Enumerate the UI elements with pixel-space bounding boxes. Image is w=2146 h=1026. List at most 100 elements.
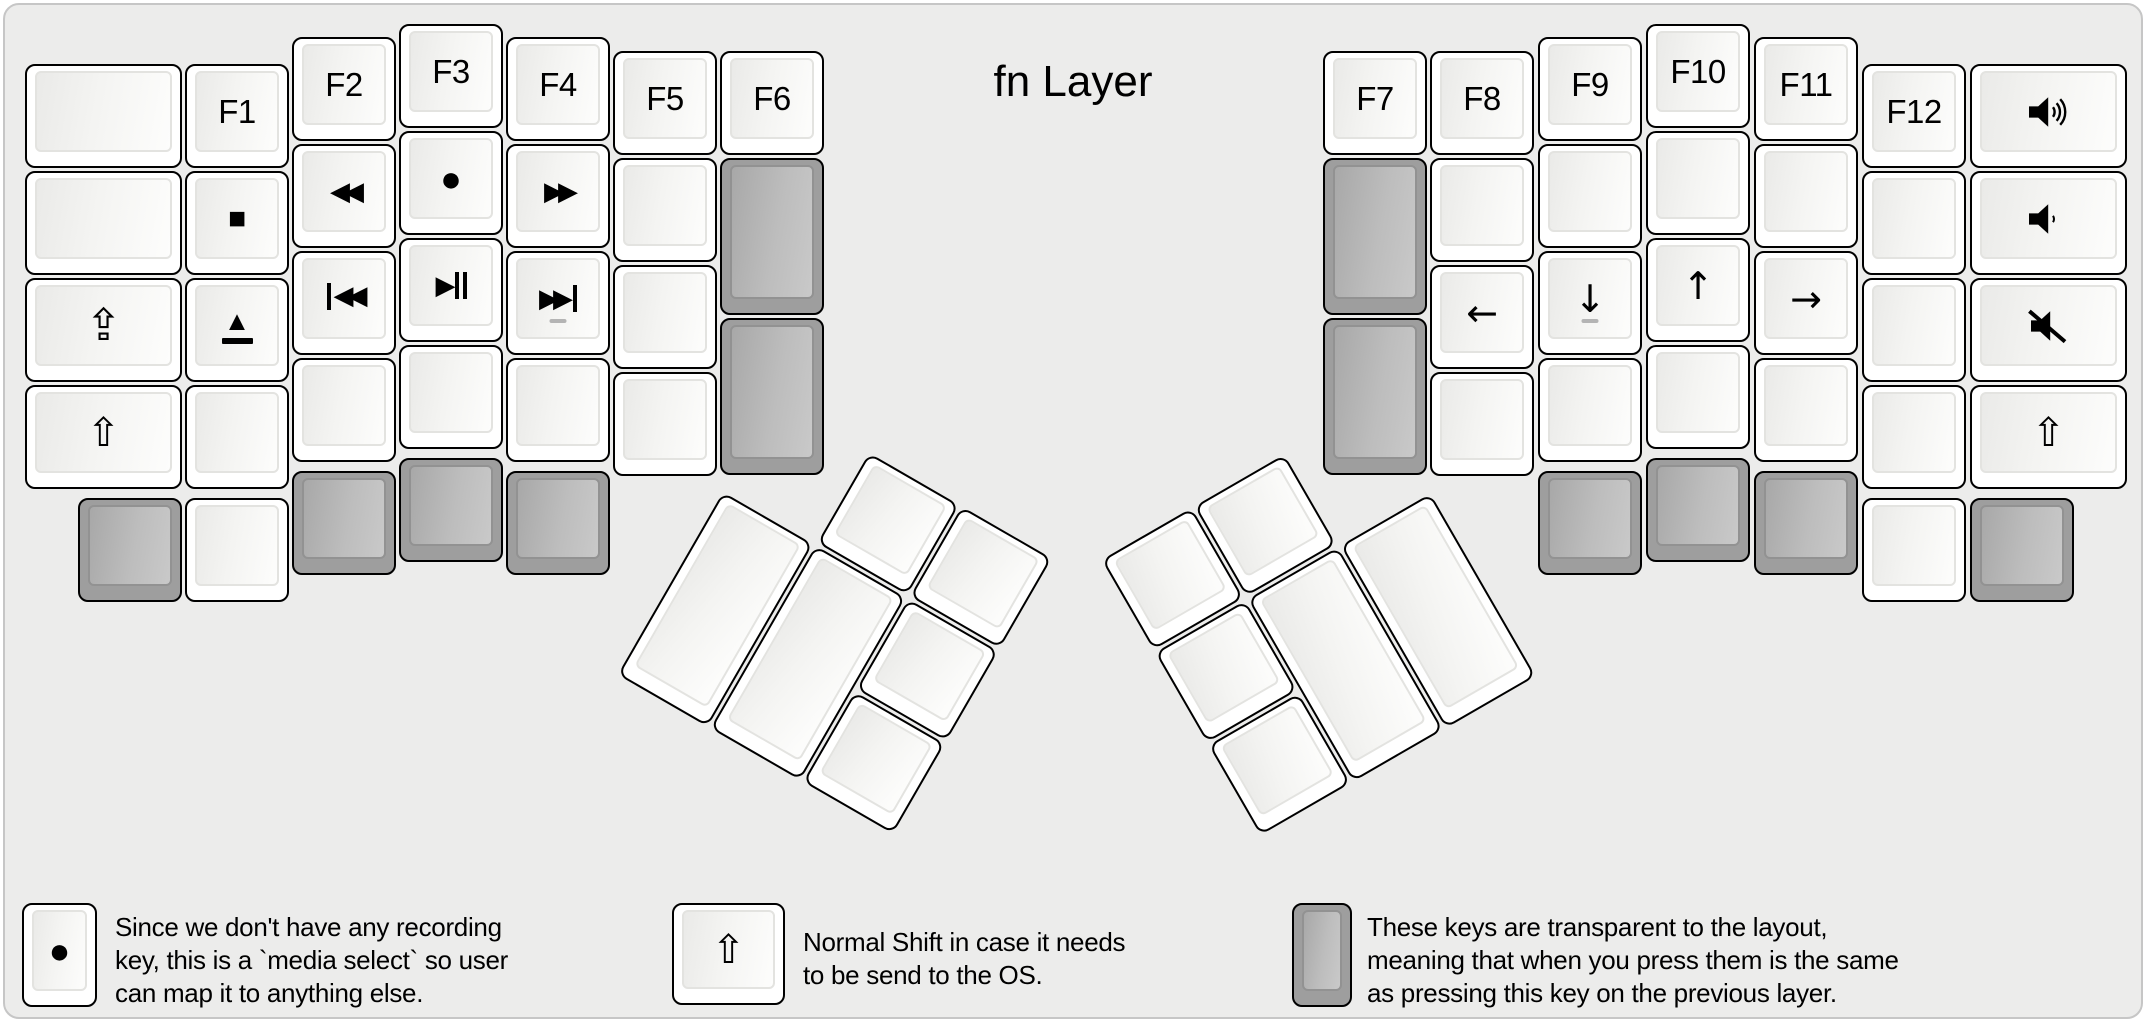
keycap-face: [1980, 285, 2117, 366]
key-transparent[interactable]: [1323, 318, 1427, 475]
legend-text-line: can map it to anything else.: [115, 978, 424, 1008]
key-f12[interactable]: F12: [1862, 64, 1966, 168]
key-transparent[interactable]: [1970, 498, 2074, 602]
key-caps-lock[interactable]: ⇪: [25, 278, 182, 382]
key-label: F12: [1886, 92, 1942, 130]
keycap-face: [1548, 365, 1632, 446]
key-arrow-up[interactable]: ↑: [1646, 238, 1750, 342]
key-blank[interactable]: [1646, 345, 1750, 449]
key-rewind[interactable]: ◀◀: [292, 144, 396, 248]
key-eject[interactable]: ▲: [185, 278, 289, 382]
key-blank[interactable]: [1538, 144, 1642, 248]
rewind-icon: ◀◀: [330, 176, 364, 207]
key-blank[interactable]: [1430, 158, 1534, 262]
key-transparent[interactable]: [1646, 458, 1750, 562]
key-blank[interactable]: [613, 265, 717, 369]
key-arrow-down[interactable]: ↓: [1538, 251, 1642, 355]
key-previous-track[interactable]: ◀◀: [292, 251, 396, 355]
key-blank[interactable]: [1754, 358, 1858, 462]
key-blank[interactable]: [1430, 372, 1534, 476]
volume-up-icon: [2023, 92, 2075, 132]
key-blank[interactable]: [1862, 278, 1966, 382]
key-blank[interactable]: [506, 358, 610, 462]
key-label: F10: [1670, 52, 1726, 90]
legend-text-line: to be send to the OS.: [803, 960, 1043, 990]
key-f6[interactable]: F6: [720, 51, 824, 155]
key-f3[interactable]: F3: [399, 24, 503, 128]
keycap-face: F9: [1548, 44, 1632, 125]
key-blank[interactable]: [25, 171, 182, 275]
keycap-face: F4: [516, 44, 600, 125]
key-stop[interactable]: ■: [185, 171, 289, 275]
key-record[interactable]: ●: [399, 131, 503, 235]
key-volume-down[interactable]: [1970, 171, 2127, 275]
key-fast-forward[interactable]: ▶▶: [506, 144, 610, 248]
key-f4[interactable]: F4: [506, 37, 610, 141]
key-transparent[interactable]: [1323, 158, 1427, 315]
keycap-face: [302, 478, 386, 559]
key-transparent[interactable]: [720, 158, 824, 315]
key-transparent[interactable]: [1538, 471, 1642, 575]
key-blank[interactable]: [1754, 144, 1858, 248]
key-shift[interactable]: ⇧: [25, 385, 182, 489]
keycap-face: F6: [730, 58, 814, 139]
key-next-track[interactable]: ▶▶: [506, 251, 610, 355]
keycap-face: [1113, 518, 1227, 632]
key-transparent[interactable]: [292, 471, 396, 575]
shift-icon: ⇧: [711, 927, 746, 972]
key-transparent[interactable]: [1754, 471, 1858, 575]
key-play-pause[interactable]: ▶: [399, 238, 503, 342]
layer-title: fn Layer: [993, 57, 1153, 106]
key-label: F6: [753, 79, 791, 117]
key-transparent[interactable]: [720, 318, 824, 475]
keycap-face: ●: [32, 910, 87, 991]
fast-forward-icon: ▶▶: [544, 176, 578, 207]
key-blank[interactable]: [185, 385, 289, 489]
keycap-face: ▶: [409, 245, 493, 326]
keycap-face: [1656, 352, 1740, 433]
keycap-face: F8: [1440, 58, 1524, 139]
underscore-mark: [1581, 319, 1599, 323]
key-arrow-left[interactable]: ←: [1430, 265, 1534, 369]
keycap-face: [35, 71, 172, 152]
key-blank[interactable]: [185, 498, 289, 602]
keycap-face: F12: [1872, 71, 1956, 152]
key-f5[interactable]: F5: [613, 51, 717, 155]
key-f7[interactable]: F7: [1323, 51, 1427, 155]
keycap-face: [409, 465, 493, 546]
key-shift[interactable]: ⇧: [1970, 385, 2127, 489]
key-f11[interactable]: F11: [1754, 37, 1858, 141]
key-f8[interactable]: F8: [1430, 51, 1534, 155]
keycap-face: [195, 392, 279, 473]
key-blank[interactable]: [613, 158, 717, 262]
key-blank[interactable]: [399, 345, 503, 449]
key-blank[interactable]: [1862, 385, 1966, 489]
key-transparent[interactable]: [506, 471, 610, 575]
key-blank[interactable]: [613, 372, 717, 476]
key-transparent[interactable]: [78, 498, 182, 602]
key-f10[interactable]: F10: [1646, 24, 1750, 128]
key-volume-mute[interactable]: [1970, 278, 2127, 382]
key-f9[interactable]: F9: [1538, 37, 1642, 141]
key-label: F11: [1779, 65, 1833, 103]
keycap-face: [516, 365, 600, 446]
key-volume-up[interactable]: [1970, 64, 2127, 168]
key-f1[interactable]: F1: [185, 64, 289, 168]
key-blank[interactable]: [1538, 358, 1642, 462]
key-blank[interactable]: [1862, 171, 1966, 275]
keycap-face: [1333, 165, 1417, 299]
key-blank[interactable]: [292, 358, 396, 462]
key-arrow-right[interactable]: →: [1754, 251, 1858, 355]
key-f2[interactable]: F2: [292, 37, 396, 141]
previous-track-icon: ◀◀: [326, 282, 368, 315]
volume-down-icon: [2023, 199, 2075, 239]
key-blank[interactable]: [1862, 498, 1966, 602]
key-transparent[interactable]: [399, 458, 503, 562]
keycap-face: [195, 505, 279, 586]
key-blank[interactable]: [25, 64, 182, 168]
key-blank[interactable]: [1646, 131, 1750, 235]
key-label: F8: [1463, 79, 1501, 117]
keycap-face: ◀◀: [302, 151, 386, 232]
keycap-face: [1980, 505, 2064, 586]
